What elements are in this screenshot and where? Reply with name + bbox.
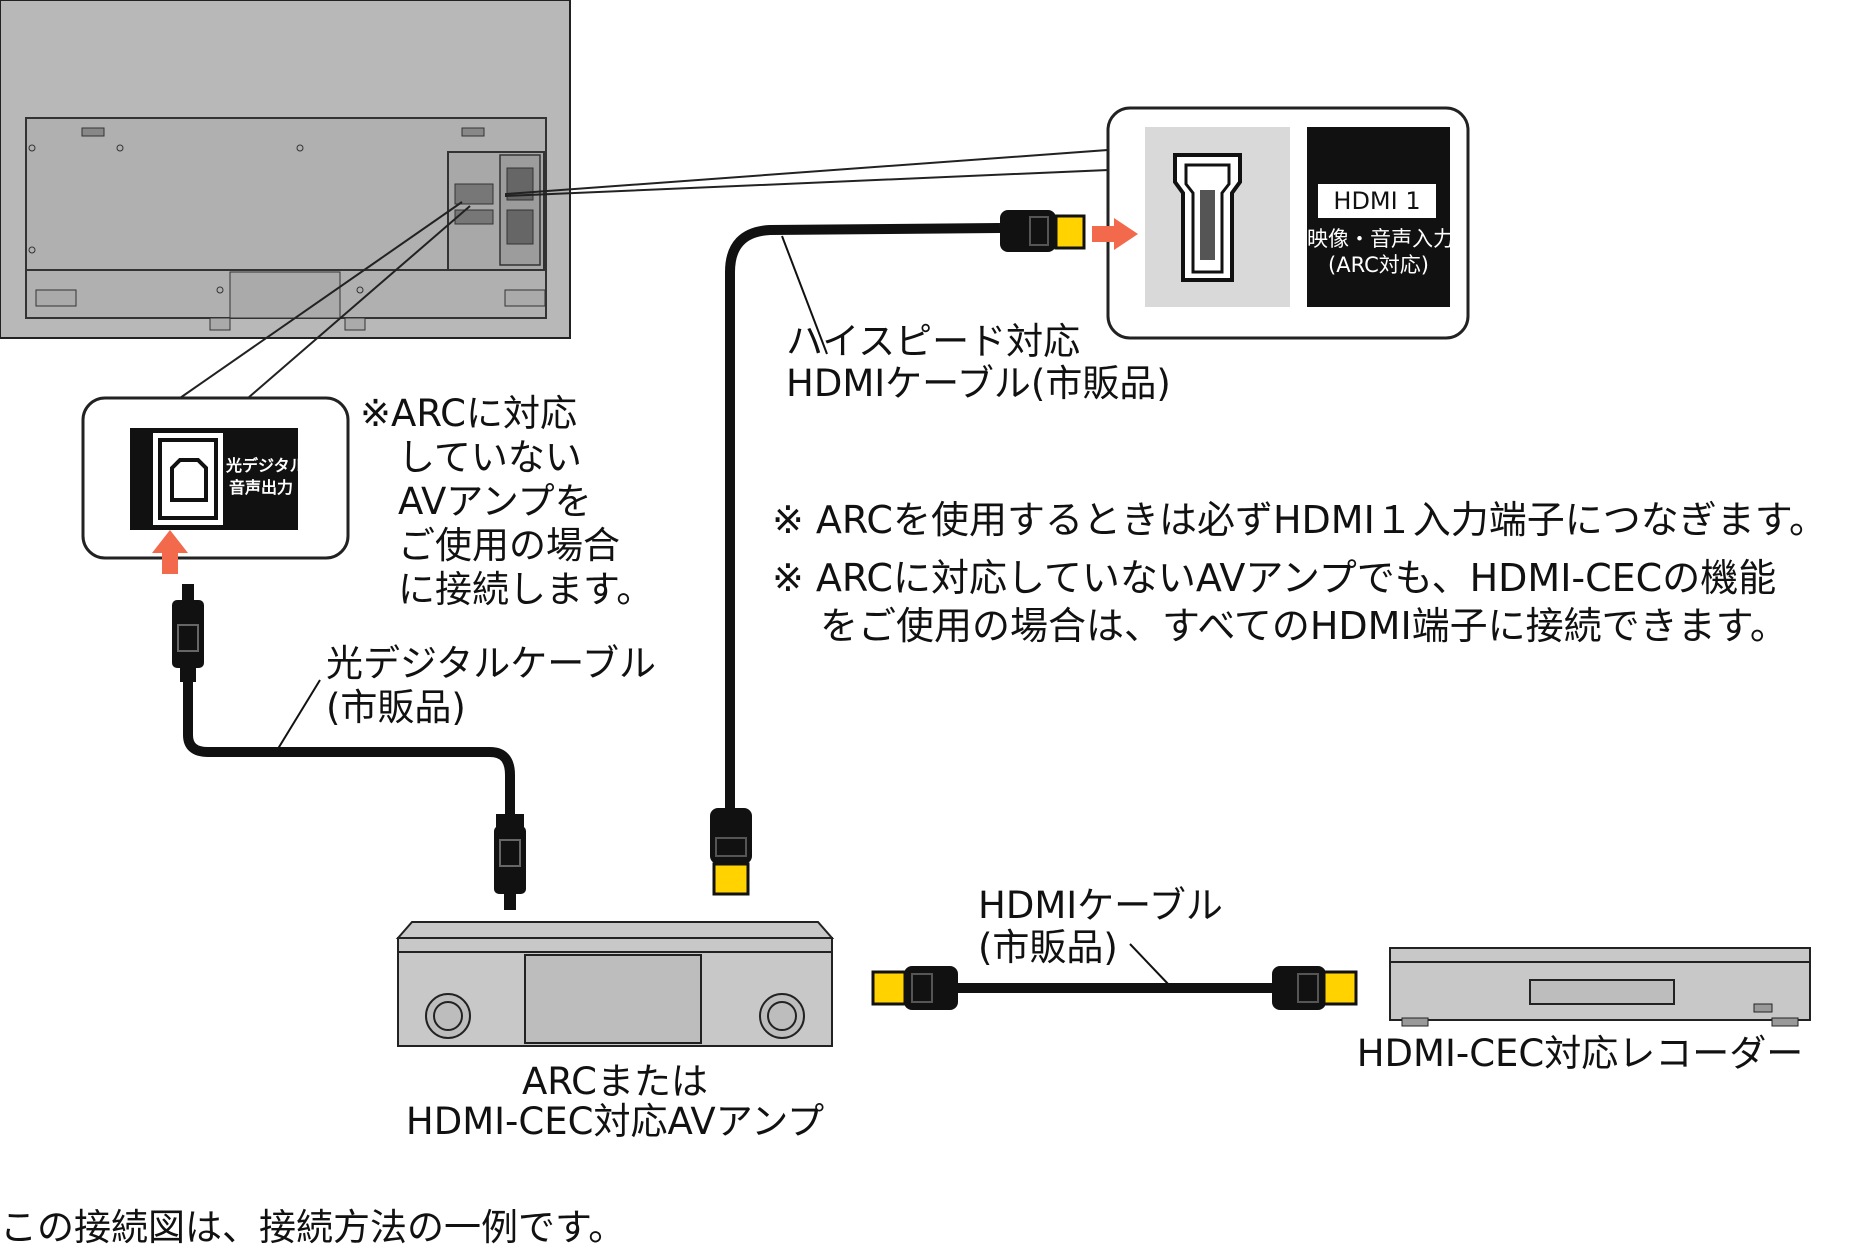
arrow-right-icon [1092, 218, 1138, 250]
arc-optical-note-line2: していない [398, 436, 582, 479]
arc-optical-note-line4: ご使用の場合 [398, 524, 620, 567]
highspeed-hdmi-cable [710, 210, 1086, 896]
arc-optical-note-line3: AVアンプを [398, 480, 592, 523]
optical-cable-label-line1: 光デジタルケーブル [326, 642, 657, 685]
cec-note-line2: をご使用の場合は、すべてのHDMI端子に接続できます。 [820, 604, 1788, 648]
av-amp-label-line2: HDMI-CEC対応AVアンプ [405, 1100, 825, 1143]
hdmi-port-label-line1: 映像・音声入力 [1307, 227, 1454, 251]
tv-rear-panel [0, 0, 571, 339]
highspeed-cable-label-line2: HDMIケーブル(市販品) [786, 362, 1171, 405]
optical-port-label-line1: 光デジタル [226, 456, 306, 475]
optical-cable [172, 584, 526, 910]
hdmi-port-label-line2: (ARC対応) [1328, 253, 1429, 277]
hdmi-cable-recorder [871, 943, 1358, 1010]
optical-port-label-line2: 音声出力 [228, 478, 293, 497]
highspeed-cable-label-line1: ハイスピード対応 [786, 320, 1081, 363]
hdmi-cable-label-line1: HDMIケーブル [978, 884, 1223, 927]
av-amp-label-line1: ARCまたは [521, 1060, 708, 1103]
optical-port-callout [81, 396, 350, 560]
hdmi-cec-recorder [1389, 947, 1811, 1027]
hdmi-port-icon [1173, 153, 1242, 282]
arc-optical-note: ※ARCに対応 していない AVアンプを ご使用の場合 に接続します。 [360, 392, 653, 612]
hdmi-cable-label-line2: (市販品) [978, 926, 1118, 969]
hdmi-port-callout [1106, 106, 1470, 340]
recorder-label: HDMI-CEC対応レコーダー [1356, 1032, 1804, 1075]
footer-note: この接続図は、接続方法の一例です。 [0, 1206, 626, 1249]
optical-port-icon [158, 438, 218, 520]
arc-hdmi1-note: ※ ARCを使用するときは必ずHDMI１入力端子につなぎます。 [772, 498, 1827, 542]
arrow-up-icon [152, 530, 188, 574]
optical-cable-label-line2: (市販品) [326, 686, 466, 729]
arc-optical-note-line1: ※ARCに対応 [360, 392, 578, 435]
av-amplifier [395, 921, 835, 1047]
cec-note-line1: ※ ARCに対応していないAVアンプでも、HDMI-CECの機能 [772, 556, 1777, 600]
hdmi1-badge: HDMI 1 [1333, 187, 1421, 215]
arc-optical-note-line5: に接続します。 [398, 568, 654, 611]
